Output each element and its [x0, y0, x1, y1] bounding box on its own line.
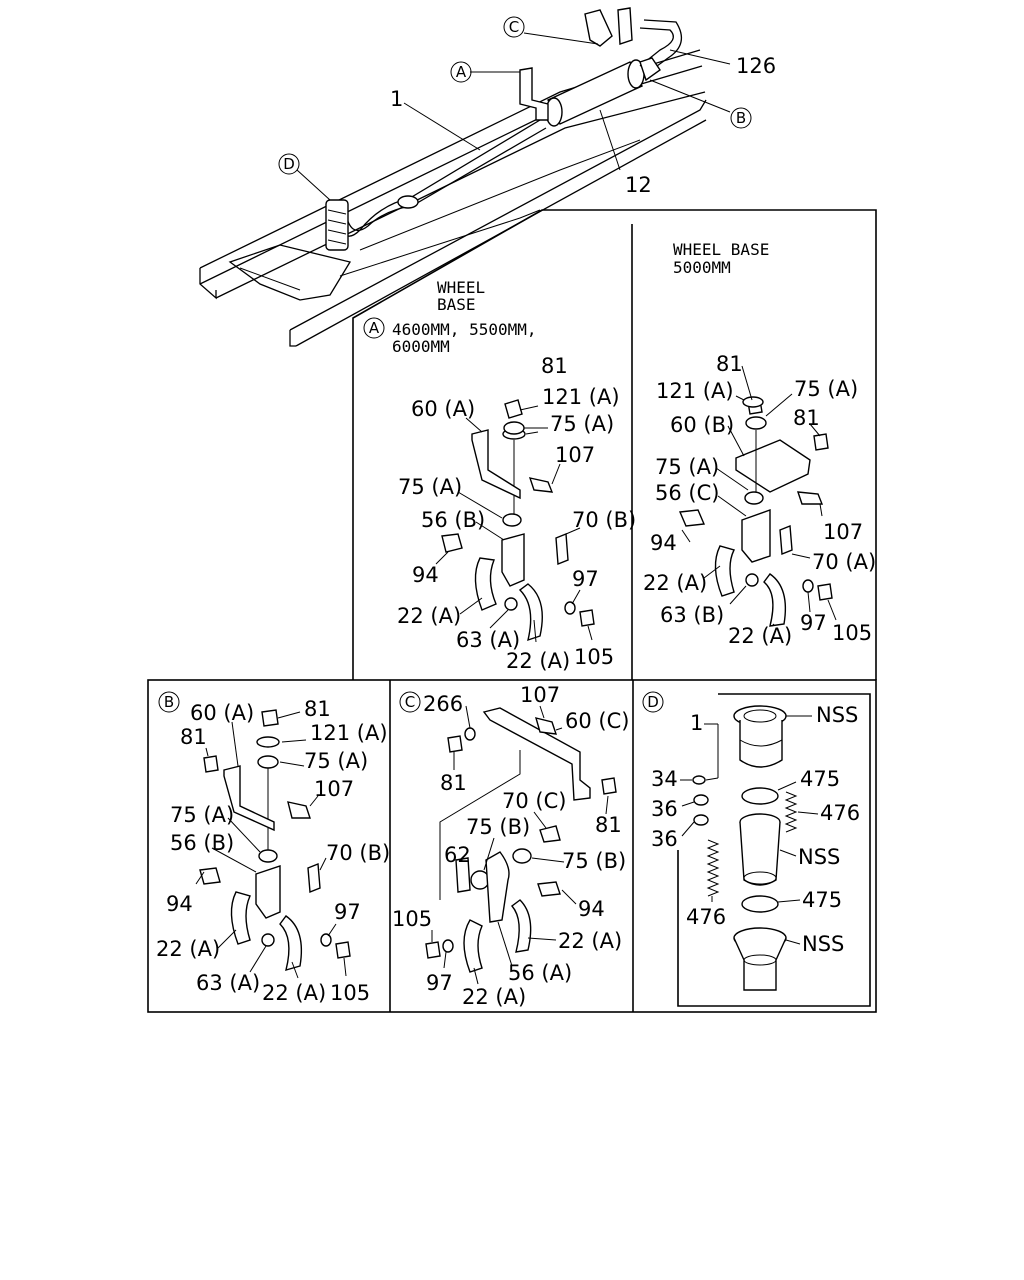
panel-frames: [147, 209, 877, 1013]
panel-b-marker: B: [164, 693, 174, 711]
panel-c-label-56a: 56 (A): [508, 961, 572, 985]
panel-d-label-34: 34: [651, 767, 678, 791]
panel-a5000-label-121a: 121 (A): [656, 379, 734, 403]
panel-a5000-header-line2: 5000MM: [673, 258, 731, 277]
panel-a: WHEEL BASE A 4600MM, 5500MM, 6000MM: [363, 278, 636, 673]
panel-a-label-60a: 60 (A): [411, 397, 475, 421]
panel-d-label-475-bottom: 475: [802, 888, 842, 912]
label-part-12: 12: [625, 173, 652, 197]
panel-d-label-nss-middle: NSS: [798, 845, 840, 869]
panel-d-label-nss-bottom: NSS: [802, 932, 844, 956]
panel-b-label-121a: 121 (A): [310, 721, 388, 745]
panel-b-label-63a: 63 (A): [196, 971, 260, 995]
panel-d-label-1: 1: [690, 711, 703, 735]
panel-c-label-94: 94: [578, 897, 605, 921]
panel-c-label-60c: 60 (C): [565, 709, 629, 733]
panel-a-label-94: 94: [412, 563, 439, 587]
panel-a5000-label-94: 94: [650, 531, 677, 555]
panel-a5000-label-75a: 75 (A): [655, 455, 719, 479]
panel-a5000-label-105: 105: [832, 621, 872, 645]
panel-b-label-105: 105: [330, 981, 370, 1005]
panel-d: D 1 NSS: [642, 691, 860, 991]
panel-b-label-97: 97: [334, 900, 361, 924]
panel-c-marker: C: [405, 693, 415, 711]
panel-d-label-36-top: 36: [651, 797, 678, 821]
panel-c: C 266 107 60 (C) 81 81: [392, 683, 629, 1009]
panel-a-label-56b: 56 (B): [421, 508, 485, 532]
panel-a5000-label-81-top: 81: [716, 352, 743, 376]
panel-d-label-nss-top: NSS: [816, 703, 858, 727]
panel-b-label-22a-right: 22 (A): [262, 981, 326, 1005]
callout-b: B: [736, 109, 746, 127]
callout-a: A: [456, 63, 467, 81]
panel-a5000-label-75a-top: 75 (A): [794, 377, 858, 401]
panel-c-label-81-right: 81: [595, 813, 622, 837]
panel-c-label-22a-bottom: 22 (A): [462, 985, 526, 1009]
panel-a-label-121a: 121 (A): [542, 385, 620, 409]
callout-c: C: [509, 18, 519, 36]
callout-d: D: [283, 155, 295, 173]
panel-c-label-70c: 70 (C): [502, 789, 566, 813]
panel-a5000-header-line1: WHEEL BASE: [673, 240, 769, 259]
panel-c-label-107: 107: [520, 683, 560, 707]
panel-a5000-label-70a: 70 (A): [812, 550, 876, 574]
panel-b-label-22a-left: 22 (A): [156, 937, 220, 961]
panel-b-label-81-left: 81: [180, 725, 207, 749]
panel-a-marker: A: [369, 319, 380, 337]
panel-d-label-475-top: 475: [800, 767, 840, 791]
panel-a5000-label-97: 97: [800, 611, 827, 635]
panel-a-label-107: 107: [555, 443, 595, 467]
panel-d-marker: D: [647, 693, 659, 711]
panel-c-label-22a-right: 22 (A): [558, 929, 622, 953]
panel-b-label-81-top: 81: [304, 697, 331, 721]
panel-a-label-75a: 75 (A): [398, 475, 462, 499]
panel-c-label-266: 266: [423, 692, 463, 716]
panel-a-label-81: 81: [541, 354, 568, 378]
panel-b-label-70b: 70 (B): [326, 841, 390, 865]
panel-a-label-70b: 70 (B): [572, 508, 636, 532]
panel-a-label-22a-left: 22 (A): [397, 604, 461, 628]
panel-b-label-107: 107: [314, 777, 354, 801]
panel-b-label-56b: 56 (B): [170, 831, 234, 855]
panel-a5000-label-22a-left: 22 (A): [643, 571, 707, 595]
panel-a-label-105: 105: [574, 645, 614, 669]
panel-a-label-63a: 63 (A): [456, 628, 520, 652]
panel-c-label-81-left: 81: [440, 771, 467, 795]
panel-c-label-97: 97: [426, 971, 453, 995]
panel-a-label-75a-top: 75 (A): [550, 412, 614, 436]
panel-a-5000: WHEEL BASE 5000MM 81 121 (A): [643, 240, 876, 648]
panel-c-label-105: 105: [392, 907, 432, 931]
panel-c-label-62: 62: [444, 843, 471, 867]
panel-b: B 60 (A) 81 121 (A) 81: [156, 691, 390, 1005]
overview-illustration: [199, 7, 731, 347]
panel-a-header-line1: WHEEL: [437, 278, 485, 297]
panel-a-label-97: 97: [572, 567, 599, 591]
panel-a-variant-line2: 6000MM: [392, 337, 450, 356]
panel-c-label-75b-right: 75 (B): [562, 849, 626, 873]
label-part-1: 1: [390, 87, 403, 111]
panel-c-label-75b-left: 75 (B): [466, 815, 530, 839]
panel-a-label-22a-right: 22 (A): [506, 649, 570, 673]
panel-a5000-label-107: 107: [823, 520, 863, 544]
panel-b-label-75a-top: 75 (A): [304, 749, 368, 773]
panel-b-label-75a: 75 (A): [170, 803, 234, 827]
panel-b-label-60a: 60 (A): [190, 701, 254, 725]
panel-a5000-label-63b: 63 (B): [660, 603, 724, 627]
panel-d-label-36-bottom: 36: [651, 827, 678, 851]
panel-a5000-label-56c: 56 (C): [655, 481, 719, 505]
panel-a5000-label-22a-right: 22 (A): [728, 624, 792, 648]
panel-d-label-476-left: 476: [686, 905, 726, 929]
panel-a-header-line2: BASE: [437, 295, 476, 314]
panel-a5000-label-81-right: 81: [793, 406, 820, 430]
panel-b-label-94: 94: [166, 892, 193, 916]
panel-d-label-476-right: 476: [820, 801, 860, 825]
overview-callouts: C A D B 1 126 12: [278, 16, 776, 197]
panel-a5000-label-60b: 60 (B): [670, 413, 734, 437]
label-part-126: 126: [736, 54, 776, 78]
panel-a-variant-line1: 4600MM, 5500MM,: [392, 320, 537, 339]
